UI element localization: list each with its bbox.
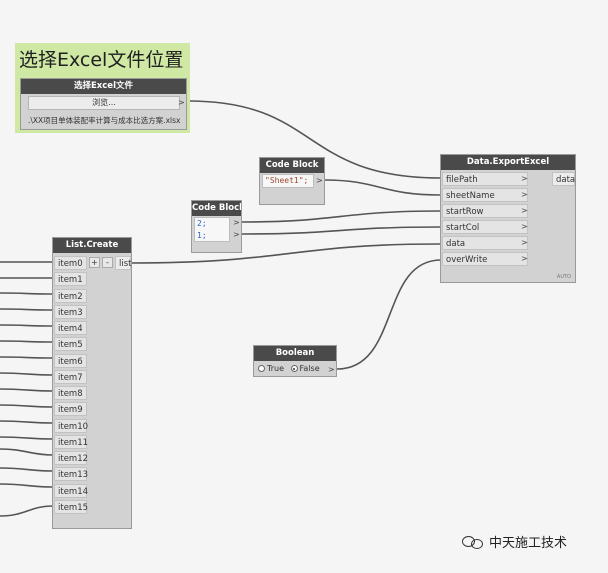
watermark: 中天施工技术: [462, 532, 567, 551]
list-input-item15[interactable]: item15: [54, 499, 88, 514]
export-input-arrow[interactable]: >: [521, 174, 528, 183]
list-input-item3[interactable]: item3: [54, 304, 87, 319]
group-title: 选择Excel文件位置: [19, 49, 184, 71]
list-input-item9[interactable]: item9: [54, 402, 87, 417]
remove-input-button[interactable]: -: [102, 257, 113, 268]
list-input-item10[interactable]: item10: [54, 418, 88, 433]
code-block-1-input[interactable]: "Sheet1";: [262, 174, 314, 188]
export-input-filepath[interactable]: filePath: [442, 172, 528, 186]
export-output-data[interactable]: data: [552, 172, 575, 186]
wire-startcol: [241, 226, 442, 235]
list-input-item0[interactable]: item0: [54, 256, 87, 270]
export-input-arrow[interactable]: >: [521, 238, 528, 247]
file-path-node[interactable]: 选择Excel文件 浏览... > .\XX项目单体装配率计算与成本比选方案.x…: [20, 78, 187, 130]
wire-overwrite: [336, 259, 442, 370]
code-block-2-output-arrow-2[interactable]: >: [233, 230, 240, 239]
code-block-1-output-arrow[interactable]: >: [316, 176, 323, 185]
export-excel-node[interactable]: Data.ExportExcel filePath>sheetName>star…: [440, 154, 576, 283]
wire-data: [130, 243, 442, 264]
false-label: False: [299, 364, 320, 373]
false-radio-icon[interactable]: [290, 365, 298, 372]
add-input-button[interactable]: +: [89, 257, 100, 268]
wire-sheetname: [323, 179, 442, 196]
export-input-arrow[interactable]: >: [521, 190, 528, 199]
false-option[interactable]: False: [290, 364, 320, 373]
list-input-item1[interactable]: item1: [54, 272, 87, 287]
browse-button[interactable]: 浏览...: [28, 96, 180, 110]
boolean-toggle[interactable]: True False: [258, 363, 320, 375]
wire-startrow: [241, 210, 442, 223]
list-output[interactable]: list: [115, 256, 131, 270]
file-output-arrow[interactable]: >: [178, 98, 185, 107]
code-block-2-output-arrow-1[interactable]: >: [233, 218, 240, 227]
list-create-title: List.Create: [53, 238, 131, 253]
list-input-item12[interactable]: item12: [54, 451, 88, 465]
export-input-arrow[interactable]: >: [521, 222, 528, 231]
list-input-item7[interactable]: item7: [54, 369, 87, 384]
true-radio-icon[interactable]: [258, 365, 265, 372]
lacing-indicator[interactable]: AUTO: [556, 274, 571, 280]
watermark-text: 中天施工技术: [489, 536, 568, 551]
code-block-2-input[interactable]: 2; 1;: [194, 217, 230, 242]
boolean-title: Boolean: [254, 346, 336, 361]
export-input-arrow[interactable]: >: [521, 254, 528, 263]
export-input-data[interactable]: data: [442, 236, 528, 250]
boolean-output-arrow[interactable]: >: [328, 365, 335, 374]
export-input-startcol[interactable]: startCol: [442, 220, 528, 234]
export-input-arrow[interactable]: >: [521, 206, 528, 215]
list-input-item11[interactable]: item11: [54, 434, 88, 449]
code-line-1: 2;: [197, 219, 207, 228]
code-block-numbers-node[interactable]: Code Block 2; 1; > >: [191, 200, 242, 253]
list-input-item8[interactable]: item8: [54, 386, 87, 400]
wechat-icon: [462, 535, 484, 549]
code-line-2: 1;: [197, 231, 207, 240]
code-block-2-title: Code Block: [192, 201, 241, 216]
list-input-item6[interactable]: item6: [54, 353, 87, 368]
list-input-item5[interactable]: item5: [54, 337, 87, 352]
file-node-title: 选择Excel文件: [21, 79, 186, 94]
export-input-sheetname[interactable]: sheetName: [442, 188, 528, 202]
list-input-item2[interactable]: item2: [54, 288, 87, 303]
export-input-overwrite[interactable]: overWrite: [442, 252, 528, 266]
sheet-name-string: "Sheet1";: [265, 176, 309, 185]
export-input-startrow[interactable]: startRow: [442, 204, 528, 218]
code-block-sheet-node[interactable]: Code Block "Sheet1"; >: [259, 157, 325, 205]
true-label: True: [267, 364, 284, 373]
file-path-value: .\XX项目单体装配率计算与成本比选方案.xlsx: [28, 116, 181, 125]
boolean-node[interactable]: Boolean True False >: [253, 345, 337, 377]
true-option[interactable]: True: [258, 364, 284, 373]
list-input-item13[interactable]: item13: [54, 467, 88, 482]
list-input-item4[interactable]: item4: [54, 321, 87, 335]
wire-filepath: [187, 100, 442, 179]
code-block-1-title: Code Block: [260, 158, 324, 173]
list-input-item14[interactable]: item14: [54, 483, 88, 498]
export-node-title: Data.ExportExcel: [441, 155, 575, 170]
